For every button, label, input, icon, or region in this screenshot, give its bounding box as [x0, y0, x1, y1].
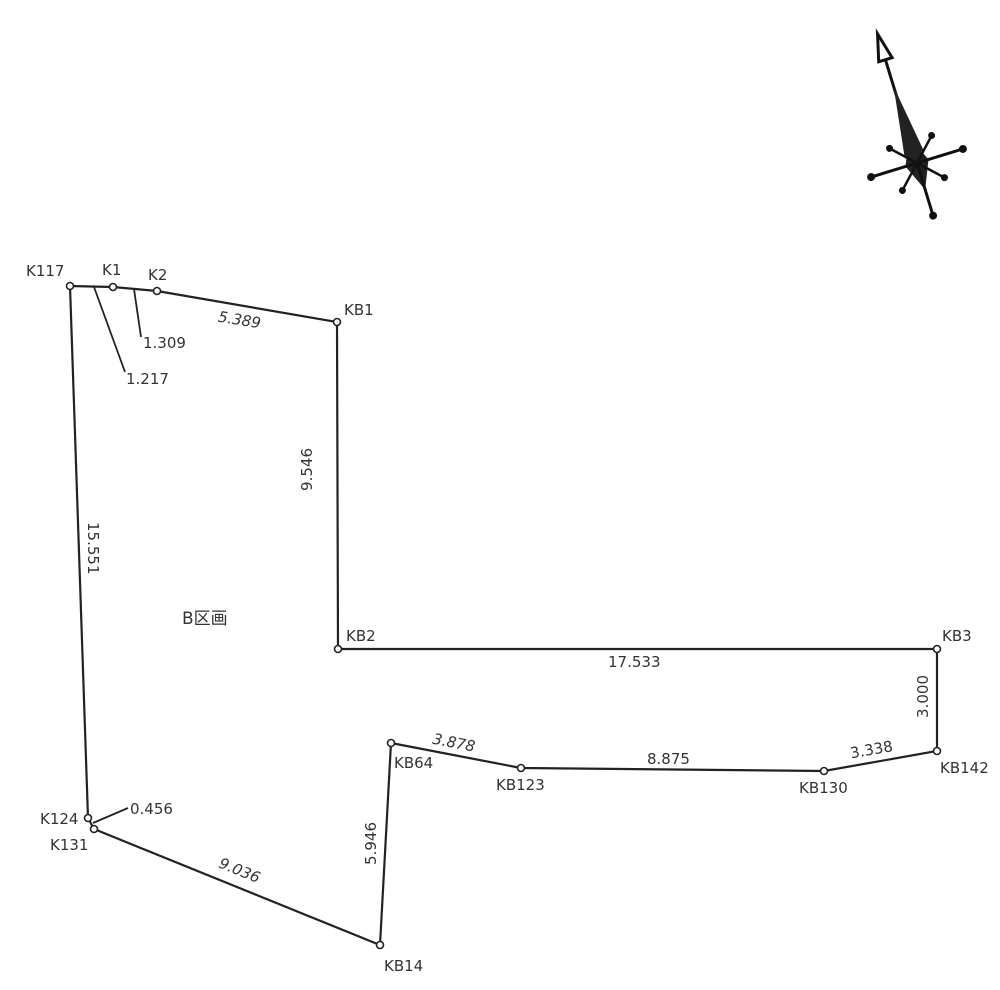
- point-K1: [108, 282, 118, 292]
- label-KB142: KB142: [940, 759, 989, 777]
- point-KB1: [332, 317, 342, 327]
- label-K1: K1: [102, 261, 121, 279]
- dist-K2-KB1: 5.389: [217, 308, 262, 332]
- leader-1309: [133, 288, 142, 338]
- label-K2: K2: [148, 266, 167, 284]
- dist-KB3-KB142: 3.000: [914, 675, 932, 718]
- label-KB3: KB3: [942, 627, 972, 645]
- label-K124: K124: [40, 810, 78, 828]
- label-KB1: KB1: [344, 301, 374, 319]
- label-KB130: KB130: [799, 779, 848, 797]
- point-KB14: [375, 940, 385, 950]
- compass-north-arrow-icon: [867, 28, 967, 220]
- point-KB142: [932, 746, 942, 756]
- point-KB2: [333, 644, 343, 654]
- point-K124: [83, 813, 93, 823]
- leader-1217: [93, 286, 126, 373]
- point-K117: [65, 281, 75, 291]
- dist-KB130-KB123: 8.875: [647, 750, 690, 768]
- area-label: B区画: [182, 609, 228, 629]
- point-K131: [89, 824, 99, 834]
- label-KB64: KB64: [394, 754, 433, 772]
- label-KB14: KB14: [384, 957, 423, 975]
- dist-K124-K117: 15.551: [84, 522, 102, 575]
- dist-K117-K1: 1.217: [126, 370, 169, 388]
- label-KB2: KB2: [346, 627, 376, 645]
- dist-K1-K2: 1.309: [143, 334, 186, 352]
- dist-KB64-KB14: 5.946: [362, 822, 380, 865]
- survey-points: [65, 281, 942, 950]
- label-K131: K131: [50, 836, 88, 854]
- point-KB130: [819, 766, 829, 776]
- point-KB64: [386, 738, 396, 748]
- point-KB3: [932, 644, 942, 654]
- boundary-line: [68, 284, 939, 947]
- point-KB123: [516, 763, 526, 773]
- dist-KB2-KB3: 17.533: [608, 653, 661, 671]
- dist-K131-K124: 0.456: [130, 800, 173, 818]
- point-K2: [152, 286, 162, 296]
- label-K117: K117: [26, 262, 64, 280]
- leader-0456: [92, 807, 129, 824]
- dist-KB1-KB2: 9.546: [298, 448, 316, 491]
- dist-KB142-KB130: 3.338: [849, 737, 894, 762]
- label-KB123: KB123: [496, 776, 545, 794]
